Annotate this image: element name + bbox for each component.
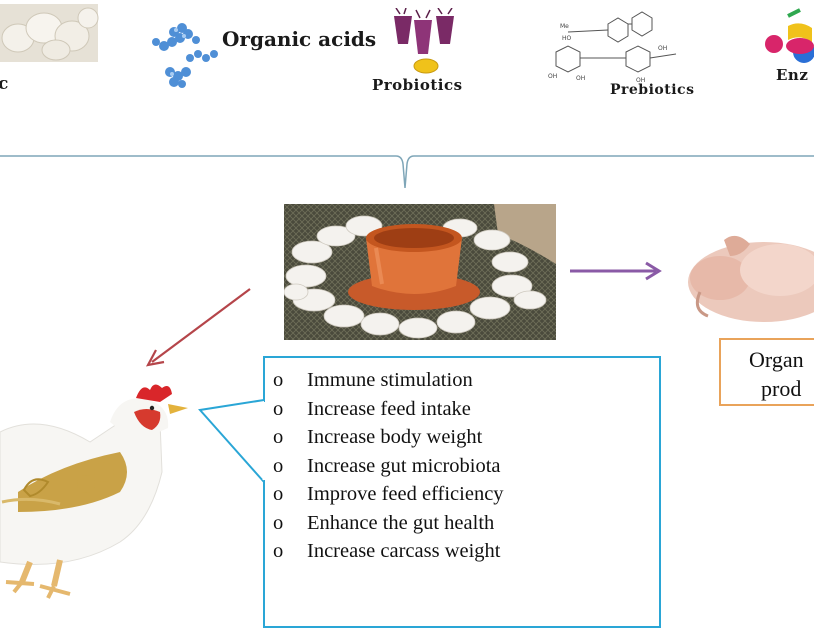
callout-pointer [198,399,266,483]
svg-text:Me: Me [560,23,569,30]
enzymes-icon [765,8,814,63]
benefit-item: o Improve feed efficiency [273,480,659,509]
garlic-image [0,4,99,62]
benefit-item: o Increase feed intake [273,395,659,424]
benefit-text: Increase body weight [307,426,483,448]
benefit-text: Increase feed intake [307,397,471,420]
organic-box-line1: Organ [749,347,804,372]
prebiotics-label: Prebiotics [610,82,695,98]
prebiotics-structure-icon: HO OH OH OH OH Me [548,11,677,84]
svg-text:OH: OH [548,73,557,80]
benefit-text: Increase gut microbiota [307,454,501,477]
benefit-text: Enhance the gut health [307,511,495,534]
purple-arrow [570,261,662,281]
organic-acids-label: Organic acids [222,27,377,51]
organic-product-box: Organ prod [719,338,814,406]
benefit-item: o Increase body weight [273,423,659,452]
benefit-item: o Increase carcass weight [273,537,659,566]
grouping-bracket [0,155,814,189]
bullet-icon: o [273,369,284,391]
benefit-text: Improve feed efficiency [307,483,504,505]
svg-text:OH: OH [636,77,645,84]
raw-chicken-photo [688,235,814,322]
chicks-feeder-photo [284,204,556,340]
benefit-item: o Increase gut microbiota [273,452,659,481]
red-arrow [145,288,251,367]
bullet-icon: o [273,397,284,420]
benefit-text: Immune stimulation [307,369,473,391]
benefit-item: o Enhance the gut health [273,509,659,538]
bullet-icon: o [273,426,284,448]
organic-box-line2: prod [761,376,802,401]
benefit-text: Increase carcass weight [307,540,501,562]
bullet-icon: o [273,483,284,505]
bullet-icon: o [273,511,284,534]
benefit-item: o Immune stimulation [273,366,659,395]
svg-text:HO: HO [562,35,572,42]
organic-acids-molecule-icon [152,23,218,88]
partial-left-label: c [0,74,9,94]
probiotics-label: Probiotics [372,76,463,94]
svg-text:OH: OH [576,75,585,82]
bullet-icon: o [273,454,284,477]
probiotics-icon [394,8,454,74]
hen-image [0,384,188,599]
partial-right-label: Enz [776,66,809,84]
svg-text:OH: OH [658,45,667,52]
bullet-icon: o [273,540,284,562]
